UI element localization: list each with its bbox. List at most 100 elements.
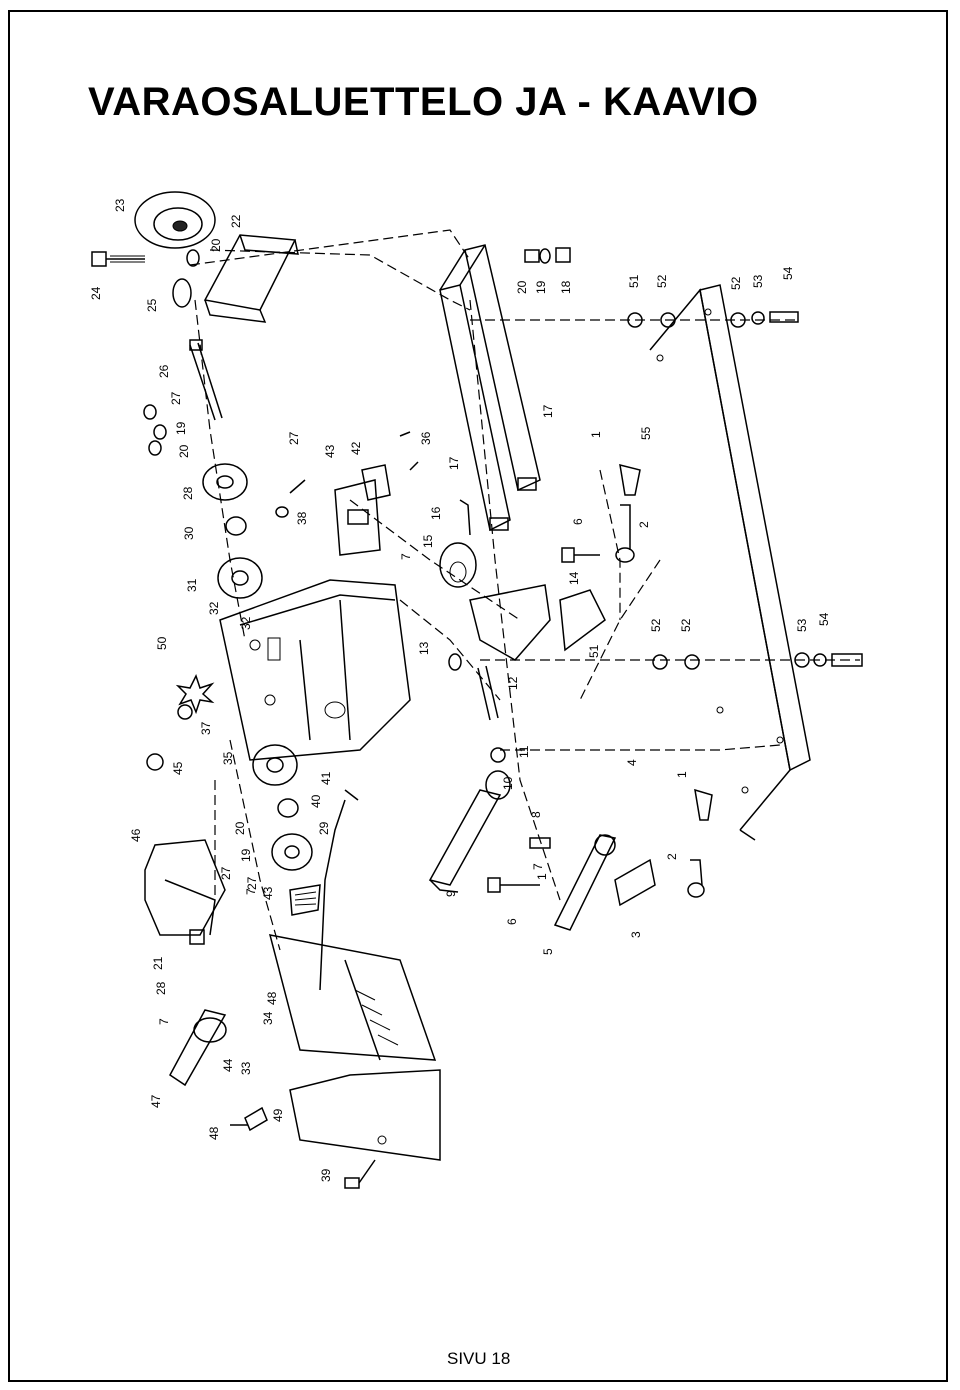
handles [615, 463, 713, 898]
part-label: 34 [261, 1011, 275, 1025]
part-label: 48 [265, 991, 279, 1005]
part-label: 5 [541, 948, 555, 955]
part-label: 54 [781, 266, 795, 280]
flange-34 [252, 744, 298, 786]
part-label: 17 [541, 404, 555, 418]
panel-48 [289, 1069, 441, 1161]
part-label: 51 [627, 274, 641, 288]
part-label: 7 [399, 553, 413, 560]
part-label: 12 [506, 676, 520, 690]
part-label: 21 [151, 956, 165, 970]
part-label: 9 [444, 890, 458, 897]
part-label: 47 [149, 1094, 163, 1108]
part-label: 19 [239, 848, 253, 862]
part-label: 51 [587, 644, 601, 658]
part-label: 8 [529, 811, 543, 818]
part-label: 1 [675, 771, 689, 778]
part-label: 18 [559, 280, 573, 294]
part-label: 2 [665, 853, 679, 860]
page-number: SIVU 18 [447, 1349, 511, 1368]
part-label: 14 [567, 571, 581, 585]
bolt-23 [91, 251, 145, 267]
part-label: 1 [535, 873, 549, 880]
shaft-12 [448, 653, 506, 763]
screws-center [275, 431, 419, 518]
part-label: 27 [287, 431, 301, 445]
part-label: 37 [199, 721, 213, 735]
part-label: 23 [113, 198, 127, 212]
part-label: 7 [531, 863, 545, 870]
part-label: 35 [221, 751, 235, 765]
part-label: 6 [571, 518, 585, 525]
bracket-21 [203, 234, 299, 323]
page-title: VARAOSALUETTELO JA - KAAVIO [88, 80, 759, 124]
part-label: 2 [637, 521, 651, 528]
plate-55 [649, 284, 811, 841]
part-label: 7 [244, 888, 258, 895]
part-label: 42 [349, 441, 363, 455]
part-label: 10 [501, 776, 515, 790]
lever-assembly [439, 499, 606, 661]
part-label: 53 [751, 274, 765, 288]
part-label: 27 [219, 866, 233, 880]
page-border [8, 10, 948, 1382]
part-label: 38 [295, 511, 309, 525]
part-label: 19 [534, 280, 548, 294]
part-label: 36 [419, 431, 433, 445]
belt-46 [169, 1009, 227, 1087]
part-label: 28 [181, 486, 195, 500]
nuts-left [146, 704, 193, 771]
cord-40 [319, 789, 359, 991]
part-label: 48 [207, 1126, 221, 1140]
part-label: 1 [589, 431, 603, 438]
part-label: 46 [129, 828, 143, 842]
cover-48 [268, 934, 437, 1061]
bolts-lower [487, 837, 551, 893]
part-label: 41 [319, 771, 333, 785]
fasteners-right [627, 311, 863, 670]
housing-31 [219, 579, 411, 761]
part-labels: 1 1 1 2 2 3 4 5 6 6 7 7 7 7 8 9 10 11 12… [89, 198, 831, 1182]
part-label: 7 [157, 1018, 171, 1025]
part-label: 40 [309, 794, 323, 808]
part-label: 45 [171, 761, 185, 775]
nuts-top-right [524, 247, 571, 264]
part-label: 49 [271, 1108, 285, 1122]
part-label: 54 [817, 612, 831, 626]
part-label: 27 [169, 391, 183, 405]
lower-flange-spring [271, 798, 321, 916]
part-label: 52 [655, 274, 669, 288]
part-label: 6 [505, 918, 519, 925]
part-label: 50 [155, 636, 169, 650]
part-label: 4 [625, 759, 639, 766]
assembly-lines [189, 229, 860, 951]
part-label: 32 [207, 601, 221, 615]
part-label: 53 [795, 618, 809, 632]
part-label: 28 [154, 981, 168, 995]
part-label: 11 [517, 745, 531, 758]
shaft-25 [189, 339, 223, 421]
part-label: 52 [679, 618, 693, 632]
pulley-22 [134, 191, 216, 249]
part-label: 20 [209, 238, 223, 252]
guard-tube-17 [439, 244, 541, 532]
part-label: 43 [323, 444, 337, 458]
part-label: 22 [229, 214, 243, 228]
bracket-41-42 [334, 464, 391, 556]
screw-38 [344, 1159, 376, 1189]
tool-rest-9 [428, 770, 511, 893]
part-label: 39 [319, 1168, 333, 1182]
part-label: 25 [145, 298, 159, 312]
part-label: 32 [239, 616, 253, 630]
part-label: 20 [177, 444, 191, 458]
part-label: 20 [515, 280, 529, 294]
part-label: 52 [649, 618, 663, 632]
part-label: 13 [417, 641, 431, 655]
part-label: 20 [233, 821, 247, 835]
small-parts-top [143, 249, 200, 456]
part-label: 52 [729, 276, 743, 290]
part-label: 55 [639, 426, 653, 440]
part-label: 24 [89, 286, 103, 300]
part-label: 17 [447, 456, 461, 470]
